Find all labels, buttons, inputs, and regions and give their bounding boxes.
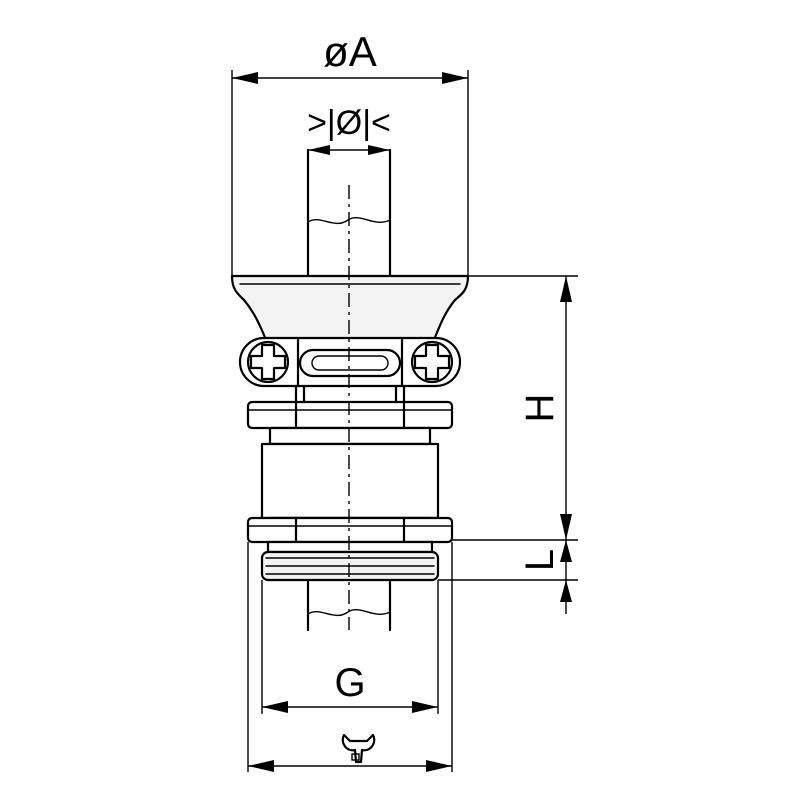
thread [260,540,440,582]
clamp-saddle [238,336,462,388]
label-length: L [518,549,562,571]
dimension-thread: G [261,580,439,714]
body-hex [246,516,454,544]
dimension-cable-diameter: >|Ø|< [307,104,391,155]
cable-upper [306,148,392,284]
saddle-slot [298,348,402,378]
screw-shank-upper [294,384,406,404]
cable-lower [306,580,392,632]
label-height: H [518,394,562,423]
dimension-wrench-size [247,542,453,772]
gland-body [260,426,440,526]
cap-nut [246,400,454,430]
label-thread: G [334,661,365,705]
wrench-icon [341,733,376,764]
dimension-length: L [438,540,578,614]
screw-left-icon [246,340,290,384]
funnel-cap [230,274,470,342]
dimension-diameter-a: øA [231,28,469,276]
screw-right-icon [410,340,454,384]
label-cable-diameter: >|Ø|< [307,104,391,142]
dimension-height: H [452,275,578,541]
label-diameter-a: øA [323,28,377,75]
